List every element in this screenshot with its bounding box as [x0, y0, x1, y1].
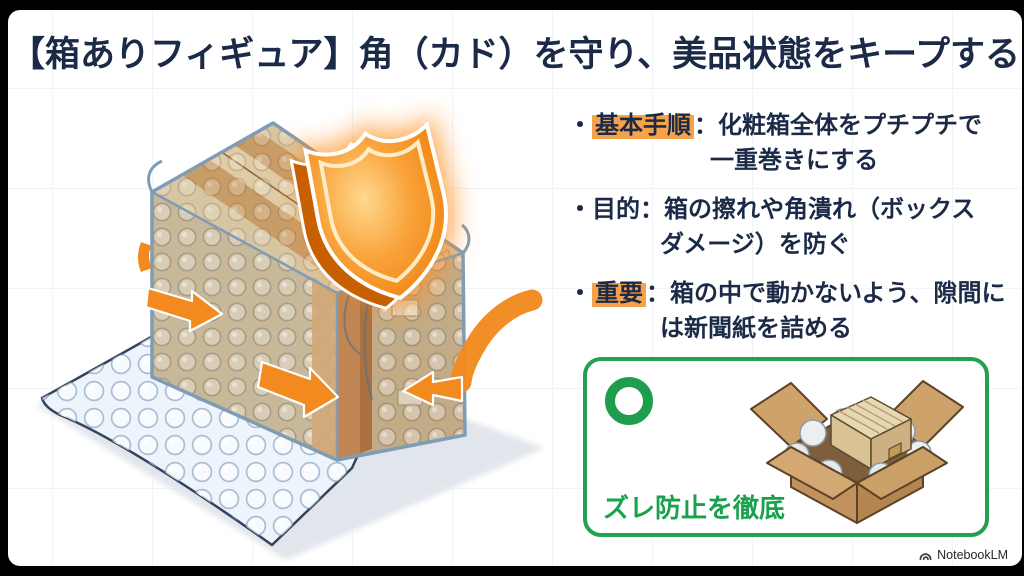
wrap-direction-arrows	[144, 286, 464, 419]
wrap-ribbon	[450, 289, 543, 393]
bullet-line1: 重要：箱の中で動かないよう、隙間に	[592, 276, 1006, 311]
bullet-marker: ・	[568, 280, 592, 307]
label: 目的	[592, 196, 640, 223]
good-example-caption: ズレ防止を徹底	[603, 493, 786, 523]
box-in-box-graphic	[750, 380, 964, 524]
ok-circle-icon	[605, 377, 653, 425]
bubble-wrap-sheet	[40, 314, 364, 547]
good-example-card: ズレ防止を徹底	[583, 357, 989, 537]
highlighted-label: 重要	[592, 280, 646, 307]
bullet-item-important: ・ 重要：箱の中で動かないよう、隙間に は新聞紙を詰める	[568, 276, 1008, 346]
bullet-body: 目的：箱の擦れや角潰れ（ボックス ダメージ）を防ぐ	[592, 192, 975, 262]
wrap-ribbon-left	[138, 242, 152, 272]
packing-illustration-graphic	[36, 107, 545, 560]
bullet-line2: ダメージ）を防ぐ	[660, 231, 851, 258]
bullet-line2: 一重巻きにする	[710, 147, 879, 174]
bullet-line2: は新聞紙を詰める	[660, 315, 852, 342]
bullet-line1: 目的：箱の擦れや角潰れ（ボックス	[592, 196, 976, 223]
page-title: 【箱ありフィギュア】角（カド）を守り、美品状態をキープする	[9, 35, 1021, 74]
notebooklm-brand: NotebookLM	[918, 548, 1008, 562]
notebooklm-logo-icon	[919, 552, 932, 560]
bullet-list: ・ 基本手順：化粧箱全体をプチプチで 一重巻きにする ・ 目的：箱の擦れや角潰れ…	[568, 108, 1008, 360]
bullet-body: 基本手順：化粧箱全体をプチプチで 一重巻きにする	[592, 108, 982, 178]
bullet-marker: ・	[568, 112, 592, 139]
bullet-item-procedure: ・ 基本手順：化粧箱全体をプチプチで 一重巻きにする	[568, 108, 1008, 178]
arrow-down-right-icon	[256, 360, 340, 419]
bullet-item-purpose: ・ 目的：箱の擦れや角潰れ（ボックス ダメージ）を防ぐ	[568, 192, 1008, 262]
arrow-right-icon	[144, 286, 224, 333]
slide-canvas: 【箱ありフィギュア】角（カド）を守り、美品状態をキープする	[8, 10, 1022, 566]
highlighted-label: 基本手順	[592, 112, 694, 139]
bullet-body: 重要：箱の中で動かないよう、隙間に は新聞紙を詰める	[592, 276, 1006, 346]
bullet-line1: 基本手順：化粧箱全体をプチプチで	[592, 108, 982, 143]
brand-wordmark: NotebookLM	[937, 548, 1008, 562]
bullet-marker: ・	[568, 196, 592, 223]
arrow-left-icon	[401, 370, 464, 407]
